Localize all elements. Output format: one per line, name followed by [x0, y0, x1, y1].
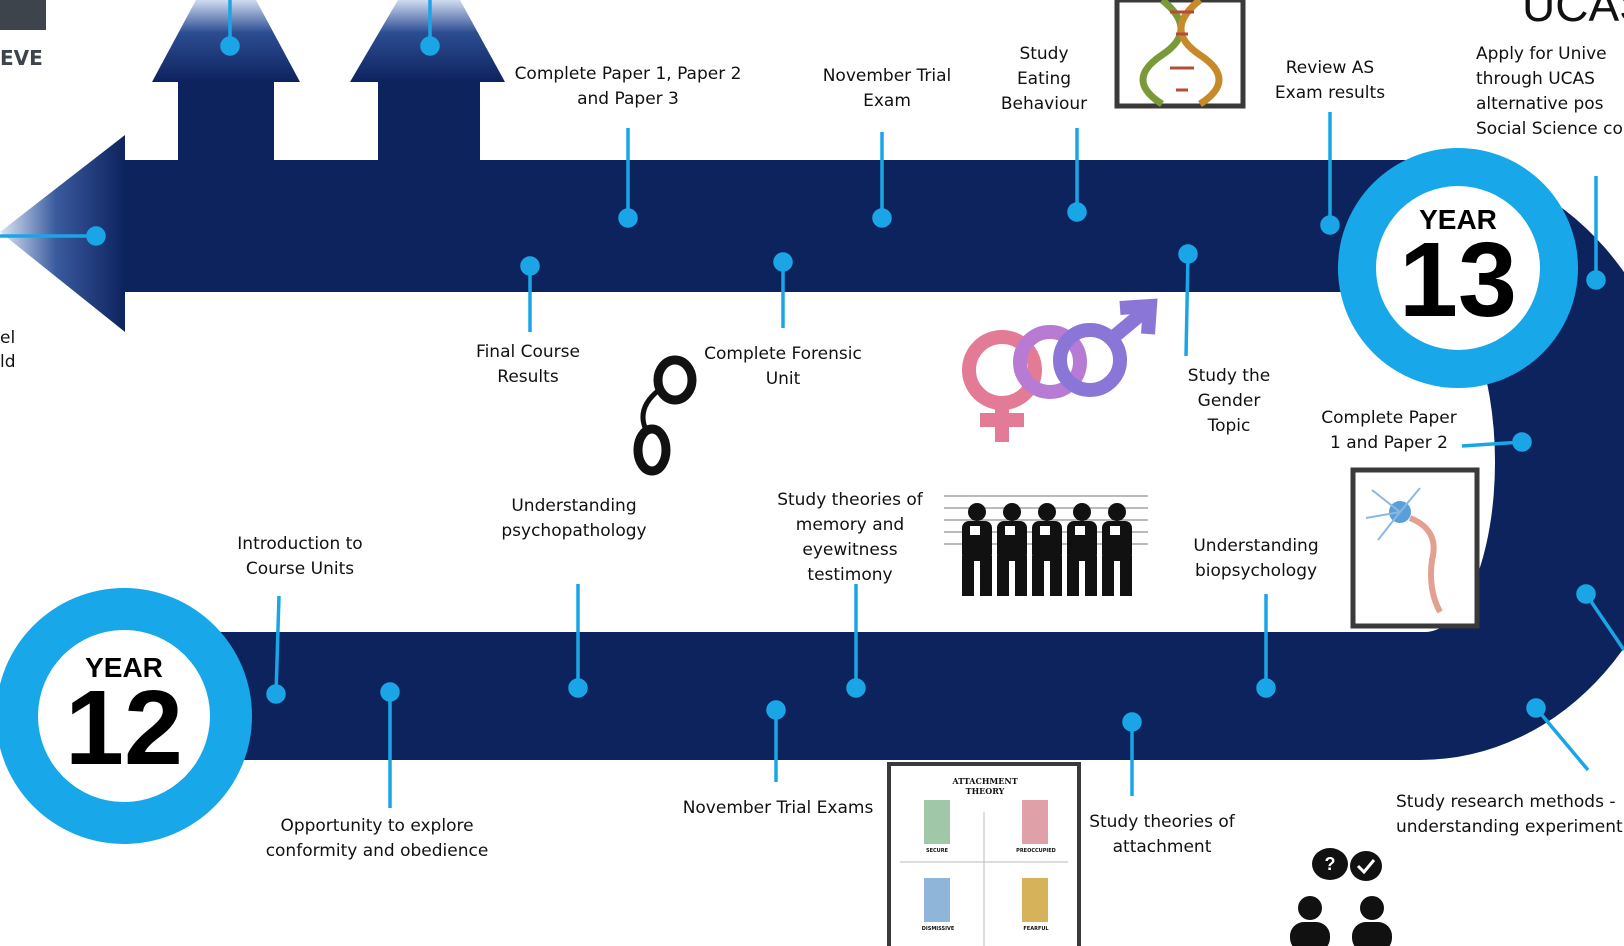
attachment-poster-frame: [887, 762, 1081, 946]
milestone-study-attachment: Study theories of attachment: [1089, 812, 1235, 857]
milestone-complete-paper-1-2: Complete Paper 1 and Paper 2: [1321, 408, 1457, 453]
milestone-study-gender-topic: Study the Gender Topic: [1187, 366, 1271, 436]
milestone-apply-ucas: Apply for Unive through UCAS alternative…: [1476, 44, 1623, 139]
neuron-icon: [1350, 467, 1480, 629]
milestone-november-trial-exams: November Trial Exams: [682, 798, 874, 818]
left-arrow-head: [0, 135, 125, 332]
discussion-icon: [1290, 848, 1392, 946]
left-edge-text-2: ld: [0, 352, 16, 372]
year12-badge: YEAR 12: [38, 630, 210, 802]
attachment-q2: PREOCCUPIED: [1016, 848, 1056, 854]
milestone-introduction-units: Introduction to Course Units: [237, 534, 363, 579]
year12-word: YEAR: [85, 652, 163, 683]
attachment-q1: SECURE: [925, 848, 948, 854]
connectors: [0, 0, 1624, 808]
ucas-logo: UCAS: [1522, 0, 1624, 31]
milestone-conformity-obedience: Opportunity to explore conformity and ob…: [265, 816, 489, 861]
attachment-q4: FEARFUL: [1023, 926, 1049, 932]
attachment-q3: DISMISSIVE: [921, 926, 955, 932]
dna-icon: [1114, 0, 1246, 109]
handcuffs-icon: [633, 355, 697, 476]
year13-word: YEAR: [1419, 204, 1497, 235]
milestone-memory-eyewitness: Study theories of memory and eyewitness …: [777, 490, 923, 585]
lineup-icon: [944, 495, 1148, 596]
gender-symbols-icon: [962, 298, 1158, 442]
year12-number: 12: [65, 669, 183, 787]
logo-fragment-box: [0, 0, 46, 30]
lower-road: [180, 632, 1420, 760]
milestone-review-as-results: Review AS Exam results: [1274, 58, 1386, 103]
milestone-understanding-psychopathology: Understanding psychopathology: [501, 496, 647, 541]
milestone-november-trial-exam: November Trial Exam: [822, 66, 952, 111]
milestone-study-eating-behaviour: Study Eating Behaviour: [1000, 44, 1088, 114]
attachment-poster-title: ATTACHMENT THEORY: [952, 776, 1018, 796]
logo-fragment-text: EVE: [0, 46, 43, 70]
left-edge-text-1: el: [0, 328, 16, 348]
milestone-final-course-results: Final Course Results: [476, 342, 580, 387]
svg-text:?: ?: [1325, 854, 1336, 874]
milestone-complete-paper-1-2-3: Complete Paper 1, Paper 2 and Paper 3: [514, 64, 742, 109]
milestone-complete-forensic-unit: Complete Forensic Unit: [704, 344, 862, 389]
milestone-understanding-biopsychology: Understanding biopsychology: [1193, 536, 1319, 581]
milestone-research-methods: Study research methods - understanding e…: [1396, 792, 1623, 837]
upper-road: [120, 160, 1410, 292]
year13-badge: YEAR 13: [1376, 186, 1540, 350]
year13-number: 13: [1399, 221, 1517, 339]
